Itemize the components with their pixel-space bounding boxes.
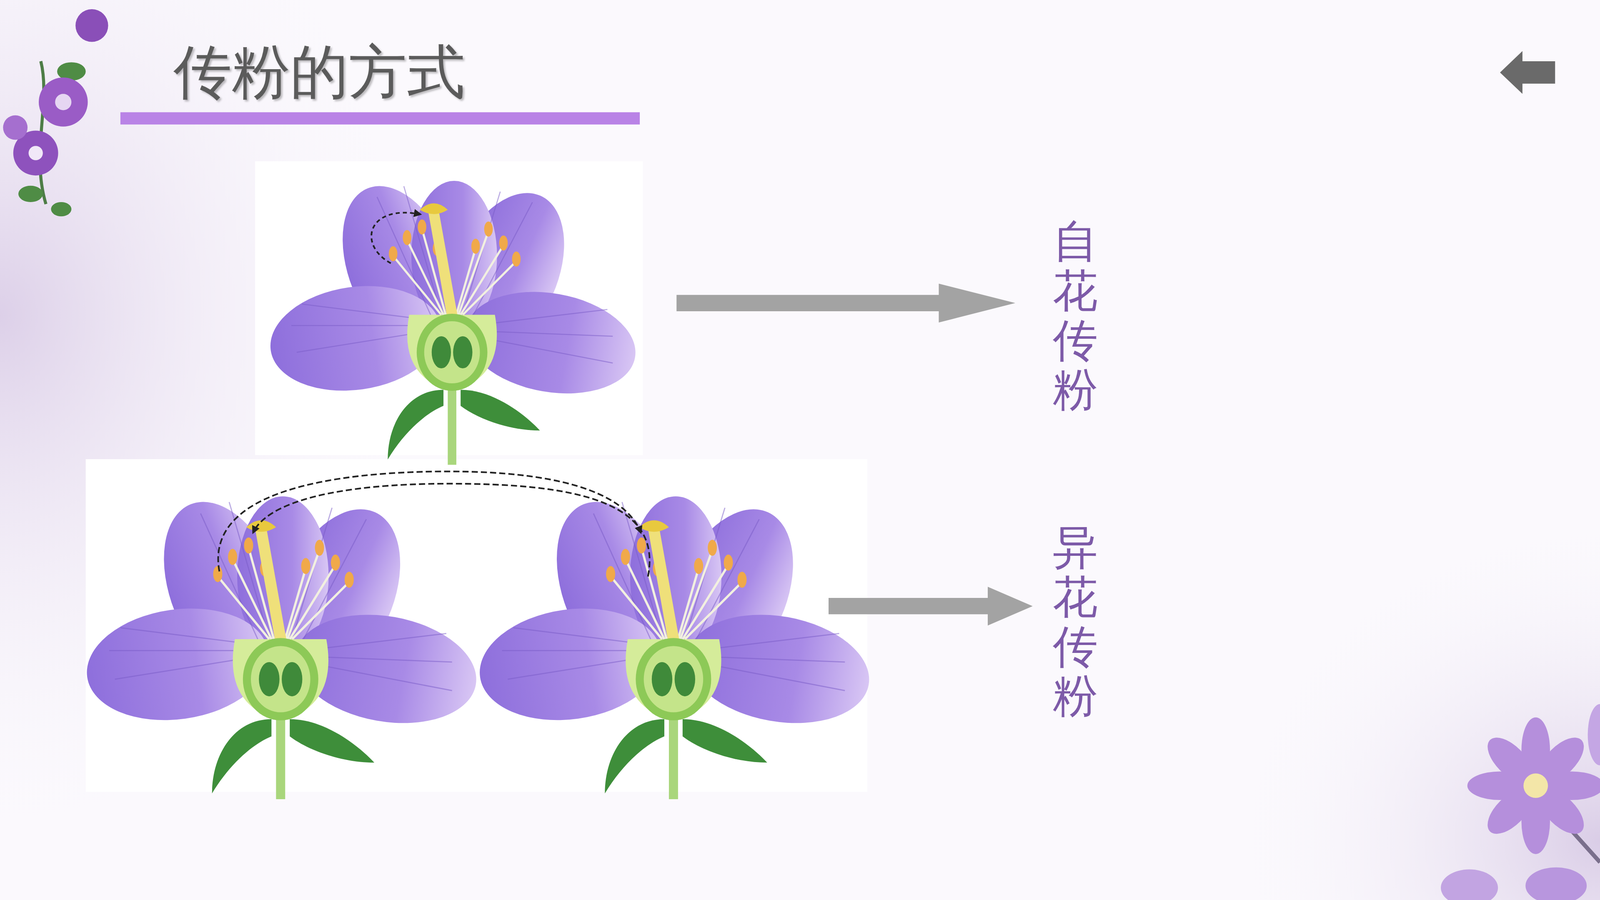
result-arrow [676,283,1016,323]
title-underline [120,112,640,125]
vertical-label: 异花传粉 [1052,523,1098,722]
slide-title: 传粉的方式 [173,33,466,113]
decor-flowers [2,9,108,217]
back-arrow-icon [1499,50,1555,94]
vertical-label: 自花传粉 [1052,216,1098,415]
flower-cross [79,471,878,800]
decor-flowers [1440,704,1600,900]
result-arrow [828,586,1033,626]
flower-self [263,169,644,466]
